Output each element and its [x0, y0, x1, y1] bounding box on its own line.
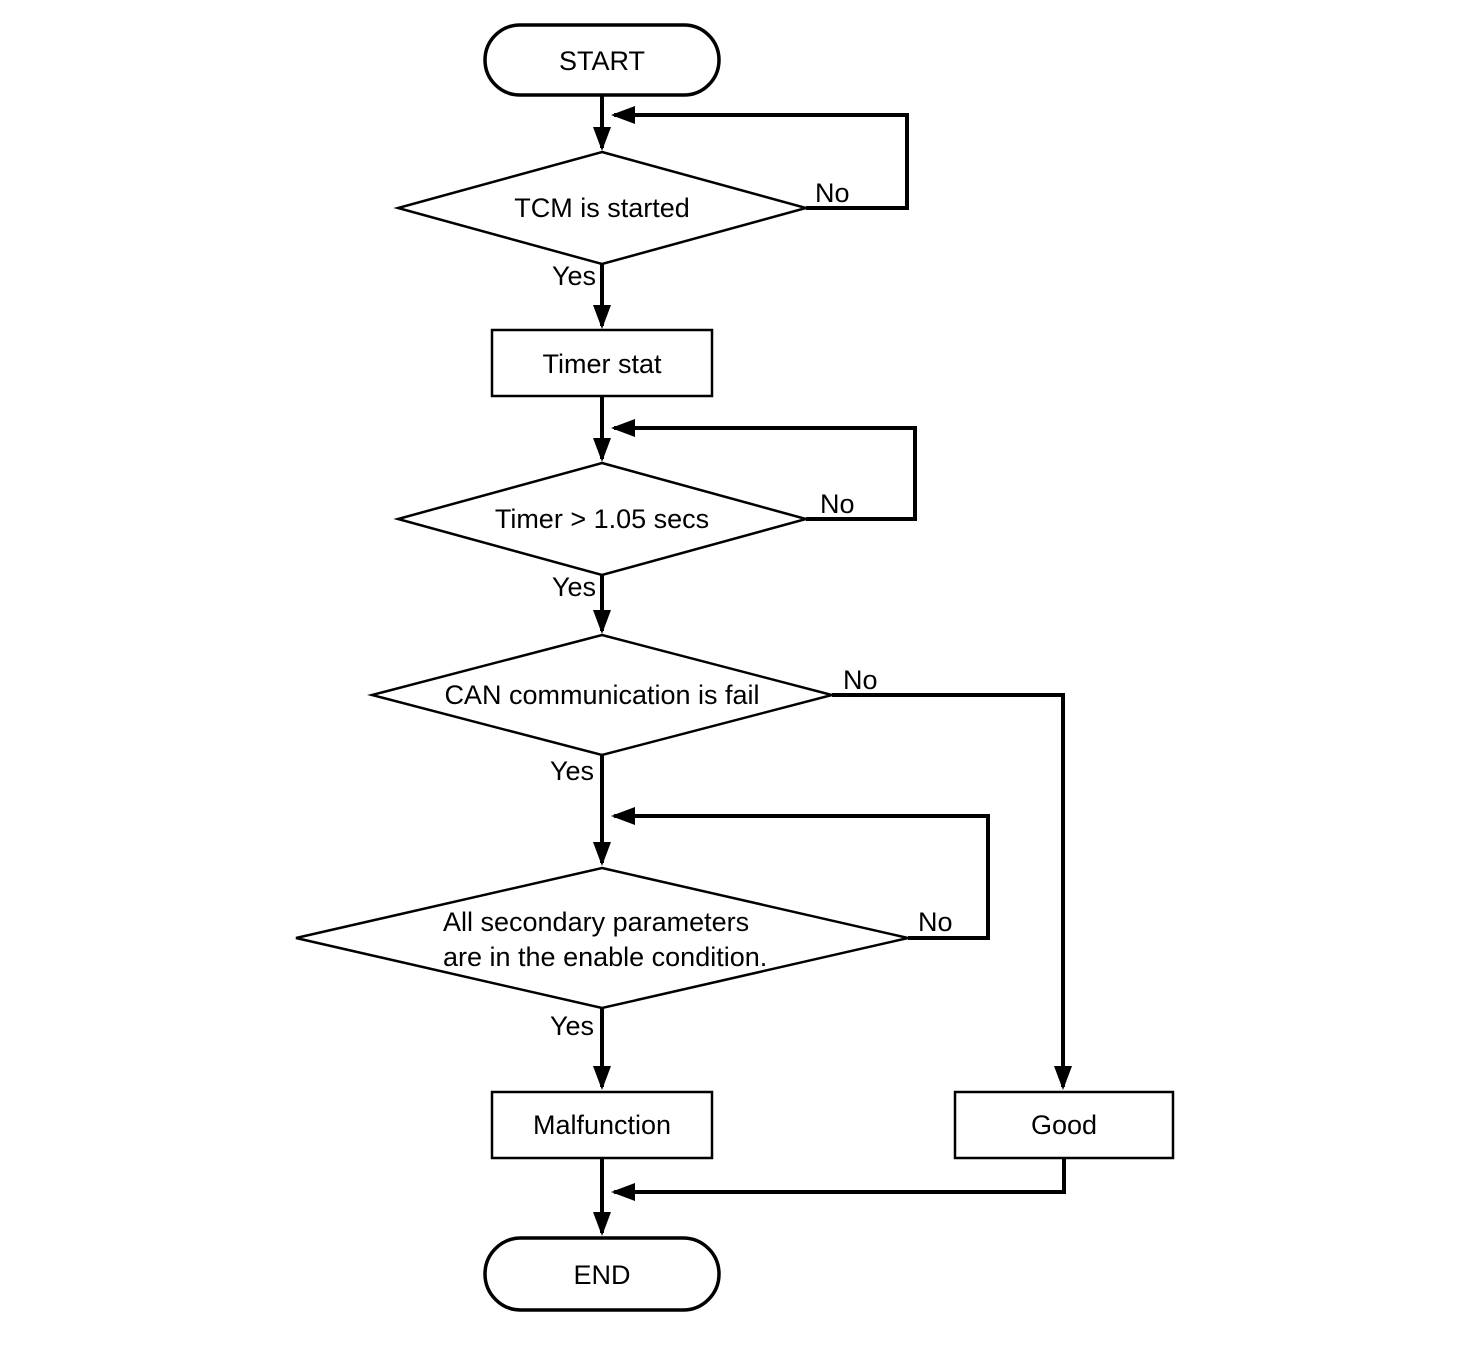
- secondary-parameters-label-line1: All secondary parameters: [443, 907, 749, 937]
- no-label-secondary: No: [918, 907, 953, 937]
- can-communication-label: CAN communication is fail: [444, 680, 759, 710]
- no-label-timer: No: [820, 489, 855, 519]
- branch-labels: Yes No Yes No Yes No Yes No: [550, 178, 953, 1041]
- secondary-parameters-label-line2: are in the enable condition.: [443, 942, 767, 972]
- end-node: [483, 1236, 721, 1312]
- timer-stat-label: Timer stat: [542, 349, 662, 379]
- decision-tcm-started: [393, 150, 811, 266]
- start-label: START: [559, 46, 645, 76]
- good-label: Good: [1031, 1110, 1097, 1140]
- no-loop-secondary-decision: [611, 807, 990, 940]
- no-label-tcm: No: [815, 178, 850, 208]
- no-loop-timer-decision: [611, 419, 917, 521]
- connectors: [593, 95, 1072, 1236]
- decision-can-communication: [367, 633, 837, 757]
- node-labels: START TCM is started Timer stat Timer > …: [443, 46, 1097, 1290]
- yes-label-tcm: Yes: [552, 261, 596, 291]
- start-node: [483, 23, 721, 97]
- malfunction-label: Malfunction: [533, 1110, 671, 1140]
- decision-secondary-parameters: [295, 866, 909, 1010]
- no-loop-tcm-decision: [611, 106, 909, 210]
- process-timer-stat: [490, 328, 714, 398]
- yes-label-secondary: Yes: [550, 1011, 594, 1041]
- decision-timer-threshold: [393, 461, 811, 577]
- arrow-good-to-join: [611, 1158, 1066, 1201]
- no-label-can: No: [843, 665, 878, 695]
- yes-label-can: Yes: [550, 756, 594, 786]
- process-good: [953, 1090, 1175, 1160]
- yes-label-timer: Yes: [552, 572, 596, 602]
- no-branch-can-to-good: [832, 693, 1072, 1090]
- process-malfunction: [490, 1090, 714, 1160]
- timer-threshold-label: Timer > 1.05 secs: [495, 504, 709, 534]
- nodes: [295, 23, 1175, 1312]
- end-label: END: [573, 1260, 630, 1290]
- tcm-started-label: TCM is started: [514, 193, 690, 223]
